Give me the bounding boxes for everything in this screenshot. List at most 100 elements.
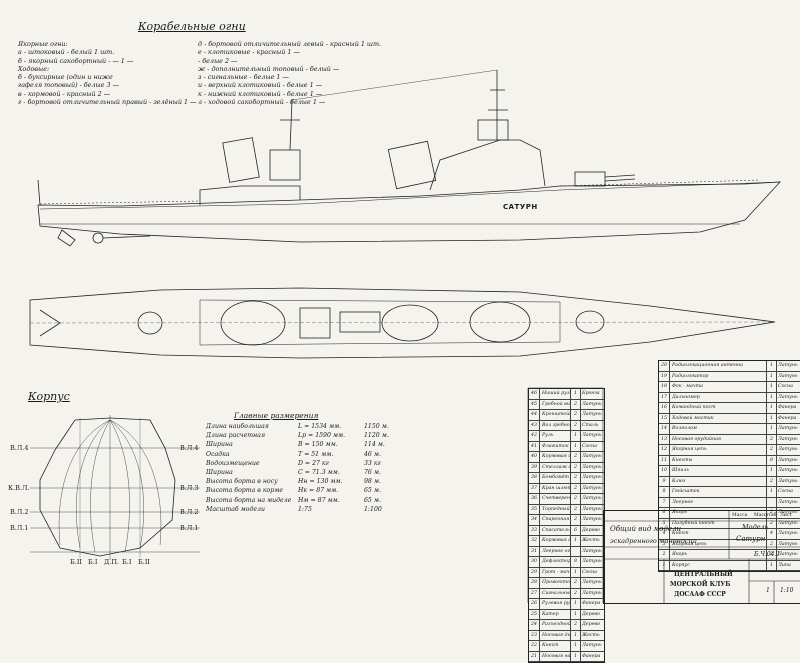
parts-cell-no: 29 [529, 567, 540, 577]
parts-cell-no: 8 [659, 487, 670, 497]
parts-cell-mat: Сосна [582, 443, 597, 449]
parts-cell-name: Фок - мачта [670, 382, 767, 392]
lights-list-right: д - бортовой отличительный левый - красн… [198, 40, 381, 106]
parts-cell-qty: 2 [767, 539, 777, 549]
dimension-value: Нк = 87 мм. [298, 487, 339, 495]
parts-cell-qty: 1 [571, 389, 581, 399]
parts-cell-name: Вал гребного винта [540, 420, 571, 430]
dimension-real: 65 м. [364, 496, 381, 504]
parts-cell-mat: Фанера [778, 415, 797, 421]
parts-cell-qty: 1 [767, 466, 777, 476]
dimension-real: 98 м. [364, 478, 381, 486]
parts-cell-name: Якорная цепь [670, 539, 767, 549]
parts-cell-qty: 1 [767, 371, 777, 381]
wl-label-left: В.Л.1 [10, 524, 29, 532]
light-item: д - бортовой отличительный левый - красн… [198, 40, 382, 48]
parts-cell-no: 28 [529, 578, 540, 588]
parts-cell-name: Якорь [670, 550, 767, 560]
light-item: г - бортовой отличительный правый - зелё… [18, 98, 197, 107]
parts-cell-no: 21 [529, 651, 540, 661]
parts-cell-no: 4 [659, 529, 670, 539]
wl-label-left: К.В.Л. [8, 484, 30, 492]
ship-drawings [29, 69, 781, 603]
dimension-name: Длина наибольшая [206, 423, 269, 431]
parts-cell-mat: Латунь [778, 436, 798, 442]
parts-cell-no: 11 [659, 455, 670, 465]
parts-cell-qty: 2 [767, 434, 777, 444]
parts-cell-qty: 2 [571, 578, 581, 588]
dimension-value: 1:75 [298, 505, 312, 513]
parts-cell-name: Леерное [670, 497, 767, 507]
dimension-real: 33 кг [364, 459, 381, 467]
parts-cell-name: Сигнальный прожектор [540, 588, 571, 598]
parts-cell-mat: Латунь [778, 478, 798, 484]
light-item: Ходовые: [18, 64, 50, 73]
parts-cell-qty: 1 [767, 403, 777, 413]
parts-cell-no: 38 [529, 473, 540, 483]
col-head: Лист [780, 513, 793, 518]
parts-cell-name: Командный пост [670, 403, 767, 413]
plan-fore-platform [381, 304, 439, 342]
parts-cell-no: 45 [529, 399, 540, 409]
parts-cell-name: Радиолокатор [670, 371, 767, 381]
parts-cell-mat: Латунь [582, 433, 602, 439]
parts-cell-name: Флагшток [540, 441, 571, 451]
parts-cell-name: Грот - мачта [540, 567, 571, 577]
dimension-value: D = 27 кг [298, 459, 329, 467]
parts-cell-qty: 1 [571, 651, 581, 661]
parts-cell-mat: Латунь [582, 506, 602, 512]
dimension-real: 76 м. [364, 469, 381, 477]
parts-cell-qty: 1 [767, 382, 777, 392]
parts-cell-no: 27 [529, 588, 540, 598]
parts-cell-name: Кормовая швартовая [540, 452, 571, 462]
dimension-real: 1120 м. [364, 432, 389, 440]
parts-cell-mat: Дерево [582, 622, 600, 628]
parts-cell-name: Кнехт [670, 529, 767, 539]
parts-cell-qty: 1 [767, 560, 777, 570]
dimension-value: С = 71.3 мм. [298, 469, 340, 477]
parts-cell-mat: Фанера [582, 601, 601, 607]
parts-cell-qty: 2 [571, 483, 581, 493]
parts-cell-mat: Сосна [778, 384, 793, 390]
parts-cell-mat: Латунь [582, 485, 602, 491]
parts-cell-no: 42 [529, 431, 540, 441]
parts-cell-mat: Латунь [778, 373, 798, 379]
parts-cell-mat: Латунь [778, 457, 798, 463]
parts-cell-qty: 6 [571, 525, 581, 535]
parts-cell-mat: Бронза [582, 391, 600, 397]
parts-cell-qty: 1 [571, 630, 581, 640]
parts-cell-no: 3 [659, 539, 670, 549]
plan-funnel-aft [299, 307, 331, 339]
light-item: гафеля топовый) - белые 3 — [18, 81, 120, 90]
parts-cell-mat: Латунь [582, 464, 602, 470]
lights-list-left: Якорные огни: а - штоковый - белый 1 шт.… [18, 40, 197, 106]
main-mast-block [269, 149, 301, 181]
light-item: ж - дополнительный топовый - белый — [198, 64, 340, 73]
drawing-sheet: Корабельные огни Якорные огни: а - штоко… [8, 20, 800, 663]
flagstaff [37, 179, 41, 206]
parts-cell-no: 18 [659, 382, 670, 392]
parts-cell-name: Руль [540, 431, 571, 441]
model-label: Модель [742, 523, 769, 531]
parts-cell-qty: 2 [571, 410, 581, 420]
